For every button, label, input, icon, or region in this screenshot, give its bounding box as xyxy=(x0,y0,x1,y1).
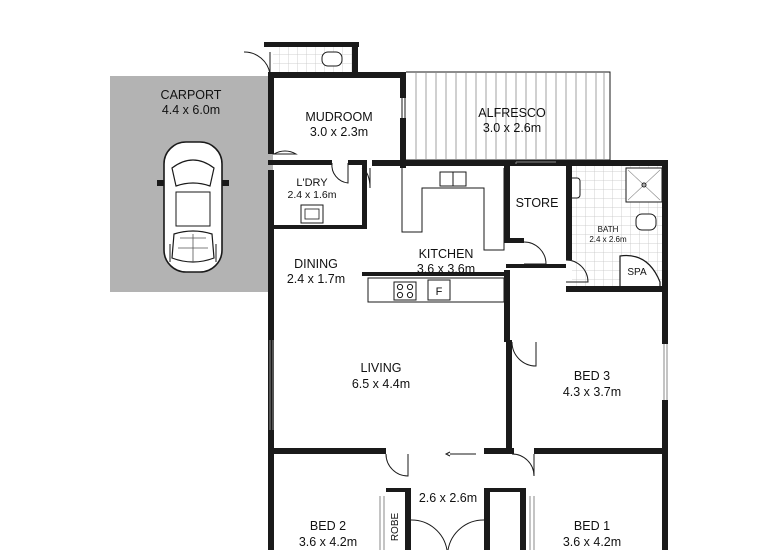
door-swings xyxy=(272,150,589,550)
dining-size: 2.4 x 1.7m xyxy=(287,272,345,286)
carport-size: 4.4 x 6.0m xyxy=(162,103,220,117)
dining-name: DINING xyxy=(294,257,338,271)
mudroom-name: MUDROOM xyxy=(305,110,372,124)
bed1-name: BED 1 xyxy=(574,519,610,533)
cooktop-icon xyxy=(393,281,417,301)
carport-name: CARPORT xyxy=(161,88,222,102)
store-name: STORE xyxy=(516,196,559,210)
wc-door-swing xyxy=(243,51,271,75)
bed3-size: 4.3 x 3.7m xyxy=(563,385,621,399)
bed1-size: 3.6 x 4.2m xyxy=(563,535,621,549)
car-icon xyxy=(157,141,229,273)
bath-toilet xyxy=(635,213,657,231)
hall-size: 2.6 x 2.6m xyxy=(419,491,477,505)
fridge-label: F xyxy=(436,286,443,298)
spa-bath xyxy=(619,254,661,289)
robe-label: ROBE xyxy=(390,513,401,542)
wc-toilet xyxy=(321,51,343,67)
laundry-tub xyxy=(300,204,324,224)
mudroom-size: 3.0 x 2.3m xyxy=(310,125,368,139)
kitchen-name: KITCHEN xyxy=(419,247,474,261)
alfresco-size: 3.0 x 2.6m xyxy=(483,121,541,135)
bath-name: BATH xyxy=(598,225,619,234)
living-size: 6.5 x 4.4m xyxy=(352,377,410,391)
walls xyxy=(264,42,668,550)
fridge-space xyxy=(427,279,451,301)
living-name: LIVING xyxy=(361,361,402,375)
bed2-name: BED 2 xyxy=(310,519,346,533)
windows xyxy=(269,98,668,430)
spa-label: SPA xyxy=(627,267,647,278)
laundry-size: 2.4 x 1.6m xyxy=(287,189,336,201)
alfresco-name: ALFRESCO xyxy=(478,106,546,120)
laundry-name: L'DRY xyxy=(296,177,328,189)
bed2-size: 3.6 x 4.2m xyxy=(299,535,357,549)
bath-size: 2.4 x 2.6m xyxy=(589,235,627,244)
kitchen-bench-top xyxy=(401,168,505,251)
kitchen-size: 3.6 x 3.6m xyxy=(417,262,475,276)
bed3-name: BED 3 xyxy=(574,369,610,383)
